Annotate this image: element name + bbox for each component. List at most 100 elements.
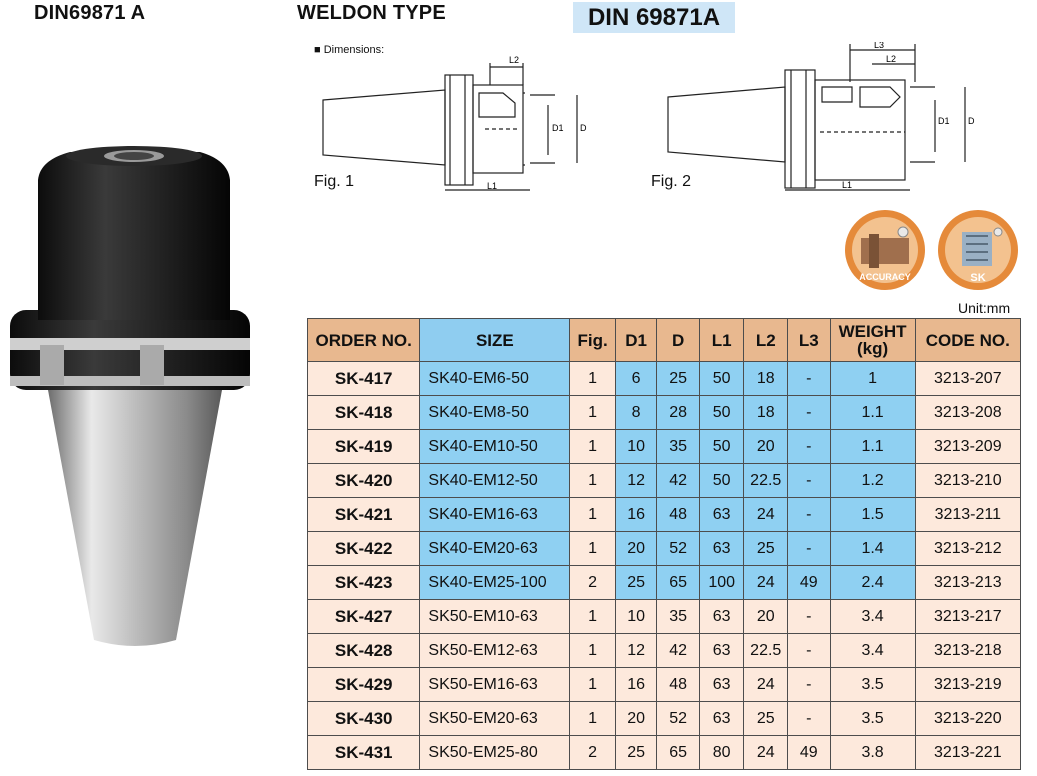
cell-l2: 25: [743, 531, 789, 566]
cell-l3: -: [787, 701, 831, 736]
cell-d: 48: [656, 497, 700, 532]
cell-l2: 24: [743, 565, 789, 600]
cell-d1: 6: [614, 361, 658, 396]
cell-d1: 25: [614, 565, 658, 600]
cell-d1: 8: [614, 395, 658, 430]
cell-l1: 50: [698, 463, 745, 498]
cell-l1: 50: [698, 361, 745, 396]
cell-l3: -: [787, 667, 831, 702]
cell-size: SK50-EM25-80: [419, 735, 571, 770]
cell-l3: -: [787, 463, 831, 498]
accuracy-logo: ACCURACY: [843, 208, 927, 297]
cell-weight: 1.5: [829, 497, 916, 532]
tool-holder-photo: [10, 146, 250, 646]
cell-l2: 24: [743, 667, 789, 702]
cell-d1: 12: [614, 463, 658, 498]
cell-weight: 1: [829, 361, 916, 396]
cell-order-no: SK-431: [306, 735, 421, 770]
standard-badge: DIN 69871A: [573, 2, 735, 33]
cell-l1: 100: [698, 565, 745, 600]
cell-l1: 50: [698, 429, 745, 464]
unit-label: Unit:mm: [958, 300, 1011, 316]
cell-code-no: 3213-209: [914, 429, 1022, 464]
cell-l1: 63: [698, 633, 745, 668]
cell-d: 35: [656, 429, 700, 464]
cell-l1: 63: [698, 531, 745, 566]
cell-code-no: 3213-207: [914, 361, 1022, 396]
cell-size: SK50-EM20-63: [419, 701, 571, 736]
cell-weight: 1.1: [829, 429, 916, 464]
cell-l2: 18: [743, 395, 789, 430]
cell-d: 65: [656, 735, 700, 770]
cell-size: SK40-EM20-63: [419, 531, 571, 566]
col-l3: L3: [787, 318, 831, 362]
fig1-dim-d1: D1: [552, 123, 564, 133]
cell-code-no: 3213-219: [914, 667, 1022, 702]
cell-fig: 2: [569, 565, 616, 600]
cell-fig: 1: [569, 599, 616, 634]
cell-order-no: SK-420: [306, 463, 421, 498]
cell-l2: 24: [743, 735, 789, 770]
cell-l3: 49: [787, 735, 831, 770]
cell-l2: 22.5: [743, 463, 789, 498]
cell-d1: 16: [614, 667, 658, 702]
cell-order-no: SK-430: [306, 701, 421, 736]
fig2-dim-d: D: [968, 116, 975, 126]
model-title: DIN69871 A: [34, 2, 146, 24]
cell-size: SK40-EM25-100: [419, 565, 571, 600]
cell-fig: 1: [569, 463, 616, 498]
spec-table: ORDER NO. SIZE Fig. D1 D L1 L2 L3 WEIGHT…: [306, 318, 1022, 770]
cell-l2: 18: [743, 361, 789, 396]
cell-size: SK40-EM8-50: [419, 395, 571, 430]
cell-size: SK40-EM16-63: [419, 497, 571, 532]
cell-l2: 25: [743, 701, 789, 736]
cell-fig: 1: [569, 701, 616, 736]
cell-fig: 1: [569, 667, 616, 702]
col-weight: WEIGHT (kg): [829, 318, 916, 362]
cell-d: 25: [656, 361, 700, 396]
cell-d1: 16: [614, 497, 658, 532]
cell-code-no: 3213-220: [914, 701, 1022, 736]
cell-d: 28: [656, 395, 700, 430]
cell-fig: 1: [569, 531, 616, 566]
dimensions-label: ■ Dimensions:: [314, 44, 385, 56]
cell-d: 35: [656, 599, 700, 634]
type-title: WELDON TYPE: [297, 2, 446, 24]
cell-fig: 1: [569, 361, 616, 396]
fig1-dim-d: D: [580, 123, 587, 133]
fig2-dim-l1: L1: [842, 180, 852, 190]
col-code-no: CODE NO.: [914, 318, 1022, 362]
dimensions-label-text: Dimensions:: [323, 44, 385, 56]
fig2-dim-l2: L2: [886, 54, 896, 64]
cell-fig: 2: [569, 735, 616, 770]
col-size: SIZE: [419, 318, 571, 362]
cell-size: SK50-EM12-63: [419, 633, 571, 668]
col-order-no: ORDER NO.: [306, 318, 421, 362]
sk-logo-label: SK: [970, 272, 986, 284]
cell-weight: 2.4: [829, 565, 916, 600]
cell-l2: 20: [743, 599, 789, 634]
cell-l3: -: [787, 531, 831, 566]
sk-logo: SK: [936, 208, 1020, 297]
cell-d1: 20: [614, 531, 658, 566]
col-l2: L2: [743, 318, 789, 362]
cell-size: SK40-EM12-50: [419, 463, 571, 498]
col-l1: L1: [698, 318, 745, 362]
cell-d: 65: [656, 565, 700, 600]
sk-collet-icon: [938, 210, 1018, 290]
cell-weight: 3.5: [829, 667, 916, 702]
cell-order-no: SK-418: [306, 395, 421, 430]
cell-code-no: 3213-208: [914, 395, 1022, 430]
cell-code-no: 3213-221: [914, 735, 1022, 770]
cell-weight: 1.2: [829, 463, 916, 498]
cell-l1: 80: [698, 735, 745, 770]
cell-d1: 12: [614, 633, 658, 668]
fig2-dim-d1: D1: [938, 116, 950, 126]
